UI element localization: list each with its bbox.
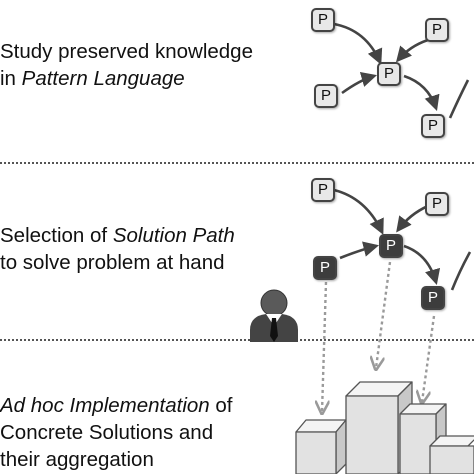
arrow-s3-to-center — [339, 241, 380, 260]
arrow-s2-to-center — [396, 204, 429, 233]
section-1-text: Study preserved knowledge in Pattern Lan… — [0, 38, 253, 92]
pattern-node-2: P — [425, 18, 449, 42]
arrow-s1-to-center — [333, 188, 384, 235]
arrow-p1-to-center — [333, 22, 383, 65]
section-3-line-2: Concrete Solutions and — [0, 421, 214, 444]
person-icon — [250, 289, 298, 342]
section-1-line-1: Study preserved knowledge — [0, 40, 253, 63]
section-1-line-2: in Pattern Language — [0, 67, 185, 90]
solution-node-4: P — [421, 286, 445, 310]
dashed-arrow-2 — [376, 261, 392, 368]
pattern-language-term: Pattern Language — [21, 67, 185, 90]
pattern-node-1: P — [311, 8, 335, 32]
section-3-text: Ad hoc Implementation of Concrete Soluti… — [0, 392, 232, 473]
arrow-s4-offscreen — [450, 251, 472, 291]
section-divider-2 — [0, 339, 474, 341]
concrete-solutions-blocks — [295, 381, 474, 474]
solution-node-2: P — [425, 192, 449, 216]
arrow-center-to-s4 — [403, 244, 441, 285]
arrow-center-to-p4 — [403, 74, 440, 111]
section-divider-1 — [0, 162, 474, 164]
dashed-arrow-3 — [422, 315, 436, 402]
section-3-line-3: their aggregation — [0, 448, 154, 471]
block-left — [295, 419, 347, 474]
solution-node-1: P — [311, 178, 335, 202]
section-2-line-1: Selection of Solution Path — [0, 224, 235, 247]
pattern-node-center: P — [377, 62, 401, 86]
arrow-p3-to-center — [341, 71, 377, 95]
section-3-line-1: Ad hoc Implementation of — [0, 394, 233, 417]
section-2-text: Selection of Solution Path to solve prob… — [0, 222, 235, 276]
arrow-p4-offscreen — [448, 79, 470, 119]
solution-path-arrows — [333, 188, 472, 291]
solution-path-term: Solution Path — [112, 224, 235, 247]
pattern-node-4: P — [421, 114, 445, 138]
solution-node-center: P — [379, 234, 403, 258]
dashed-arrow-1 — [322, 281, 326, 412]
ad-hoc-implementation-term: Ad hoc Implementation — [0, 394, 210, 417]
section-2-line-2: to solve problem at hand — [0, 251, 225, 274]
pattern-network-arrows — [333, 22, 470, 119]
pattern-node-3: P — [314, 84, 338, 108]
solution-node-3: P — [313, 256, 337, 280]
block-right — [429, 435, 474, 474]
arrow-p2-to-center — [395, 38, 429, 63]
implementation-arrows — [322, 261, 436, 412]
